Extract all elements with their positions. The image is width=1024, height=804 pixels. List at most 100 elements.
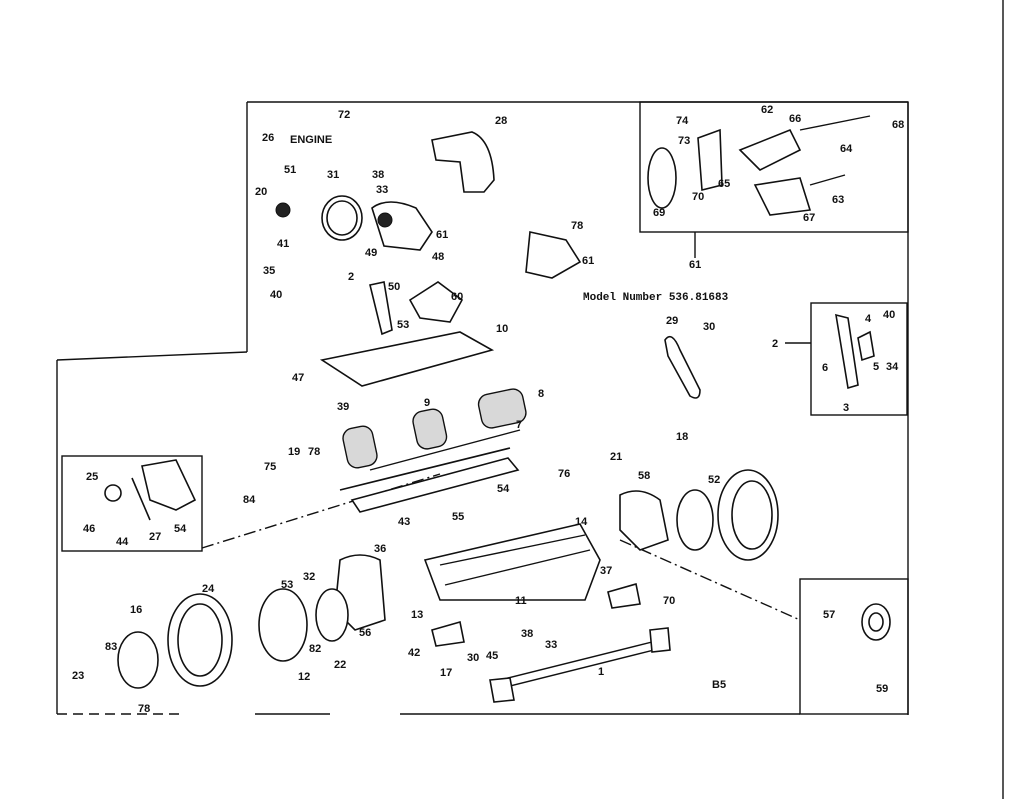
callout: 2 [772,338,778,350]
model-number-label: Model Number 536.81683 [583,292,729,304]
callout: 32 [303,571,315,583]
callout: 70 [692,191,704,203]
callout: 73 [678,135,690,147]
callout: 14 [575,516,588,528]
inset-box-handle-bracket [810,302,908,416]
callout: 40 [270,289,282,301]
engine-label: ENGINE [290,134,332,146]
callout: 11 [515,595,527,607]
callout: 75 [264,461,276,473]
callout: 36 [374,543,386,555]
bearing-part [861,603,891,641]
callout: 78 [308,446,320,458]
callout: 25 [86,471,98,483]
left-drive-gear-part [315,588,349,642]
callout: 45 [486,650,498,662]
side-plate-inset-parts [104,459,197,521]
bracket-17-part [431,620,465,647]
callout: 66 [789,113,801,125]
callout: 59 [876,683,888,695]
callout: 34 [886,361,899,373]
callout: 78 [571,220,583,232]
clutch-housing-part [371,201,433,251]
callout: 4 [865,313,872,325]
drive-chain-part [664,335,701,399]
right-drive-gear-part [676,489,714,551]
page-code-label: B5 [712,679,726,691]
callout: 5 [873,361,879,373]
callout: 78 [138,703,150,715]
callout: 8 [538,388,544,400]
callout: 12 [298,671,310,683]
pulley-part [275,202,291,218]
callout: 29 [666,315,678,327]
callout: 17 [440,667,452,679]
callout: 37 [600,565,612,577]
callout: 24 [202,583,215,595]
callout: 6 [822,362,828,374]
callout: 1 [598,666,604,678]
callout: 2 [348,271,354,283]
callout: 57 [823,609,835,621]
callout: 30 [467,652,479,664]
reel-part [423,523,601,601]
callout: 18 [676,431,688,443]
callout: 40 [883,309,895,321]
inset-box-grass-catcher [639,101,909,233]
handle-bracket-parts [835,313,875,390]
callout: 72 [338,109,350,121]
callout: 10 [496,323,508,335]
callout: 42 [408,647,420,659]
callout: 64 [840,143,853,155]
callout: 61 [582,255,594,267]
callout: 53 [397,319,409,331]
left-wheel-part [167,593,233,687]
callout: 31 [327,169,339,181]
leader-bearing [619,539,801,621]
hub-cap-part [117,631,159,689]
callout: 27 [149,531,161,543]
callout: 83 [105,641,117,653]
callout-numbers: 72 26 28 51 31 38 33 20 61 78 61 41 35 4… [72,104,904,715]
callout: 30 [703,321,715,333]
callout: 61 [436,229,448,241]
callout: 39 [337,401,349,413]
callout: 68 [892,119,904,131]
callout: 69 [653,207,665,219]
callout: 20 [255,186,267,198]
front-roller-bar-part [489,627,671,703]
callout: 52 [708,474,720,486]
roller-parts [342,388,527,471]
right-side-plate-part [619,490,669,551]
callout: 65 [718,178,730,190]
callout: 23 [72,670,84,682]
bracket-78-part [525,231,582,279]
inset-box-side-plate [61,455,203,552]
callout: 33 [376,184,388,196]
callout: 54 [497,483,510,495]
callout: 38 [521,628,533,640]
callout: 13 [411,609,423,621]
callout: 43 [398,516,410,528]
callout: 21 [610,451,622,463]
callout: 61 [689,259,701,271]
callout: 48 [432,251,444,263]
cam-plate-part [408,281,464,323]
inset-box-bearing [799,578,909,715]
callout: 63 [832,194,844,206]
callout: 46 [83,523,95,535]
left-hub-part [258,588,308,662]
bed-knife-bar-part [350,457,520,513]
callout: 44 [116,536,129,548]
callout: 51 [284,164,296,176]
callout: 16 [130,604,142,616]
callout: 7 [516,419,522,431]
right-wheel-part [717,469,779,561]
callout: 19 [288,446,300,458]
engine-cover-part [431,131,495,193]
callout: 28 [495,115,507,127]
callout: 41 [277,238,289,250]
callout: 54 [174,523,187,535]
